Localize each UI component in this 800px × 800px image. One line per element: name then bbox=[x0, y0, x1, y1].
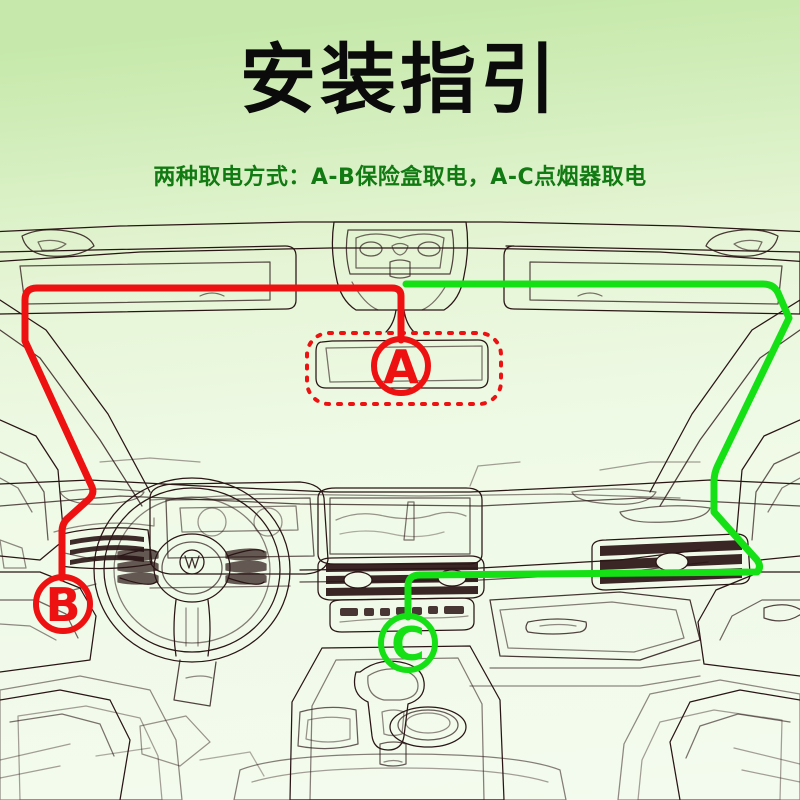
marker-c-label: C bbox=[391, 617, 425, 671]
marker-b[interactable]: B bbox=[33, 574, 93, 634]
marker-a[interactable]: A bbox=[371, 336, 431, 396]
marker-c[interactable]: C bbox=[378, 613, 438, 673]
route-a-to-c-lighter bbox=[402, 280, 793, 621]
marker-b-label: B bbox=[45, 578, 80, 632]
marker-a-label: A bbox=[383, 340, 419, 394]
route-a-to-b-fusebox bbox=[21, 284, 405, 582]
